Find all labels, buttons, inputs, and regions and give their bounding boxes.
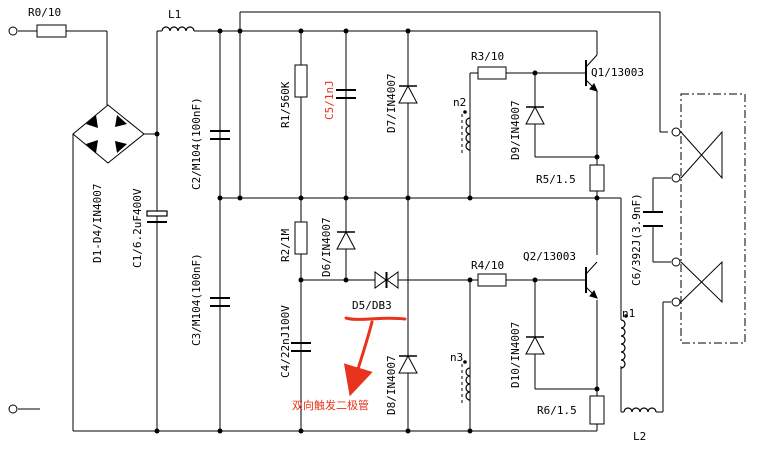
diode-d6 [336, 230, 356, 250]
junction-dots [154, 28, 600, 434]
resistor-r2 [294, 221, 308, 255]
resistor-r4 [477, 273, 507, 287]
winding-dots [463, 110, 628, 364]
label-d9: D9/IN4007 [509, 100, 522, 160]
transistor-q1 [580, 54, 598, 92]
label-c6: C6/392J(3.9nF) [630, 193, 643, 286]
capacitor-c2 [210, 130, 230, 140]
diode-d7 [398, 84, 418, 104]
capacitor-c4 [291, 342, 311, 352]
annotation-arrow [343, 316, 407, 397]
capacitor-c3 [210, 297, 230, 307]
diode-d10 [525, 335, 545, 355]
label-q2: Q2/13003 [523, 250, 576, 263]
inductor-l2 [623, 407, 657, 413]
transistor-q2 [580, 261, 598, 299]
label-n2: n2 [453, 96, 466, 109]
capacitors [146, 89, 663, 352]
inductor-l1 [161, 26, 195, 32]
label-c1: C1/6.2uF400V [131, 188, 144, 268]
label-r4: R4/10 [471, 259, 504, 272]
capacitor-c5 [336, 89, 356, 99]
fluorescent-lamp [680, 93, 746, 344]
resistor-r3 [477, 66, 507, 80]
lamp-terminal-3 [671, 257, 681, 267]
label-r2: R2/1M [279, 229, 292, 262]
resistor-r0 [36, 24, 67, 38]
label-r6: R6/1.5 [537, 404, 577, 417]
label-l1: L1 [168, 8, 181, 21]
capacitor-c6 [643, 211, 663, 227]
diode-d8 [398, 354, 418, 374]
terminals [8, 26, 681, 414]
diode-d9 [525, 105, 545, 125]
lamp-terminal-4 [671, 297, 681, 307]
label-r0: R0/10 [28, 6, 61, 19]
label-r3: R3/10 [471, 50, 504, 63]
label-n1: n1 [622, 307, 635, 320]
label-d10: D10/IN4007 [509, 322, 522, 388]
lamp-terminal-1 [671, 127, 681, 137]
label-r5: R5/1.5 [536, 173, 576, 186]
label-d1-d4: D1-D4/IN4007 [91, 184, 104, 263]
winding-n2 [465, 117, 471, 151]
label-c2: C2/M104(100nF) [190, 97, 203, 190]
diodes [336, 84, 545, 374]
label-c3: C3/M104(100nF) [190, 253, 203, 346]
diac-d5 [374, 271, 399, 289]
bridge-rectifier [72, 104, 145, 164]
ac-input-top-terminal [8, 26, 18, 36]
label-d8: D8/IN4007 [385, 355, 398, 415]
resistor-r5 [589, 164, 605, 192]
winding-n1 [620, 319, 626, 369]
winding-n3 [465, 367, 471, 401]
inductors [161, 26, 657, 413]
lamp-terminal-2 [671, 173, 681, 183]
label-d6: D6/IN4007 [320, 217, 333, 277]
label-d5: D5/DB3 [352, 299, 392, 312]
ac-input-bottom-terminal [8, 404, 18, 414]
capacitor-c1 [146, 210, 168, 223]
label-c4: C4/22nJ100V [279, 305, 292, 378]
label-n3: n3 [450, 351, 463, 364]
wires [18, 11, 671, 432]
label-d7: D7/IN4007 [385, 73, 398, 133]
label-q1: Q1/13003 [591, 66, 644, 79]
annotation-text: 双向触发二极管 [292, 398, 369, 412]
resistor-r6 [589, 395, 605, 425]
resistors [36, 24, 605, 425]
transistors [580, 54, 598, 299]
resistor-r1 [294, 64, 308, 98]
label-r1: R1/560K [279, 81, 292, 128]
label-l2: L2 [633, 430, 646, 443]
label-c5: C5/1nJ [323, 80, 336, 120]
